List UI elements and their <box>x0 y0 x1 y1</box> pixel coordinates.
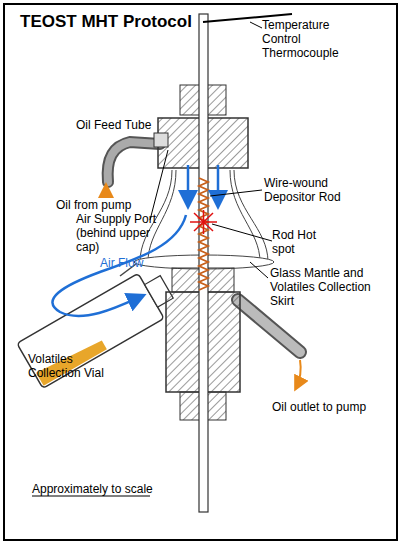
hot-spot <box>190 210 217 234</box>
upper-fitting-part <box>154 133 168 147</box>
hot-spot-part <box>203 210 205 234</box>
feed-tube-part <box>108 142 160 182</box>
collection-vial <box>17 264 180 388</box>
scale-note: Approximately to scale <box>32 482 172 496</box>
depositor-rod-part <box>199 14 208 512</box>
hot-spot-label: Rod Hot spot <box>272 228 342 256</box>
leader-lines <box>150 22 272 278</box>
depositor-rod <box>199 14 208 512</box>
outlet-label: Oil outlet to pump <box>272 400 382 414</box>
frame <box>4 4 397 540</box>
leader-lines-part <box>212 224 272 241</box>
air-flow-part <box>217 165 220 205</box>
outlet-tube-part <box>296 360 301 388</box>
leader-lines-part <box>250 22 262 28</box>
rod-label: Wire-wound Depositor Rod <box>264 176 364 204</box>
air-flow-part <box>187 165 190 205</box>
air-flow-label: Air Flow <box>100 256 170 270</box>
leader-lines-part <box>250 262 268 278</box>
glass-mantle-part <box>234 170 268 262</box>
feed-tube <box>106 142 160 198</box>
port-label: Air Supply Port (behind upper cap) <box>76 212 172 254</box>
thermocouple-label: Temperature Control Thermocouple <box>262 18 352 60</box>
collection-vial-part <box>17 273 164 388</box>
leader-lines-part <box>210 190 262 196</box>
feed-tube-part <box>105 186 107 198</box>
glass-mantle-part <box>230 170 260 262</box>
flow-label: Oil from pump <box>56 198 156 212</box>
vial-label: Volatiles Collection Vial <box>28 352 128 380</box>
mantle-label: Glass Mantle and Volatiles Collection Sk… <box>270 266 380 308</box>
outlet-tube <box>238 300 301 388</box>
air-flow <box>52 165 218 316</box>
feed-tube-label: Oil Feed Tube <box>76 118 166 132</box>
feed-tube-part <box>108 142 160 182</box>
title: TEOST MHT Protocol <box>20 12 192 32</box>
depositor-rod-part <box>199 178 208 290</box>
leader-lines-part <box>150 150 168 220</box>
